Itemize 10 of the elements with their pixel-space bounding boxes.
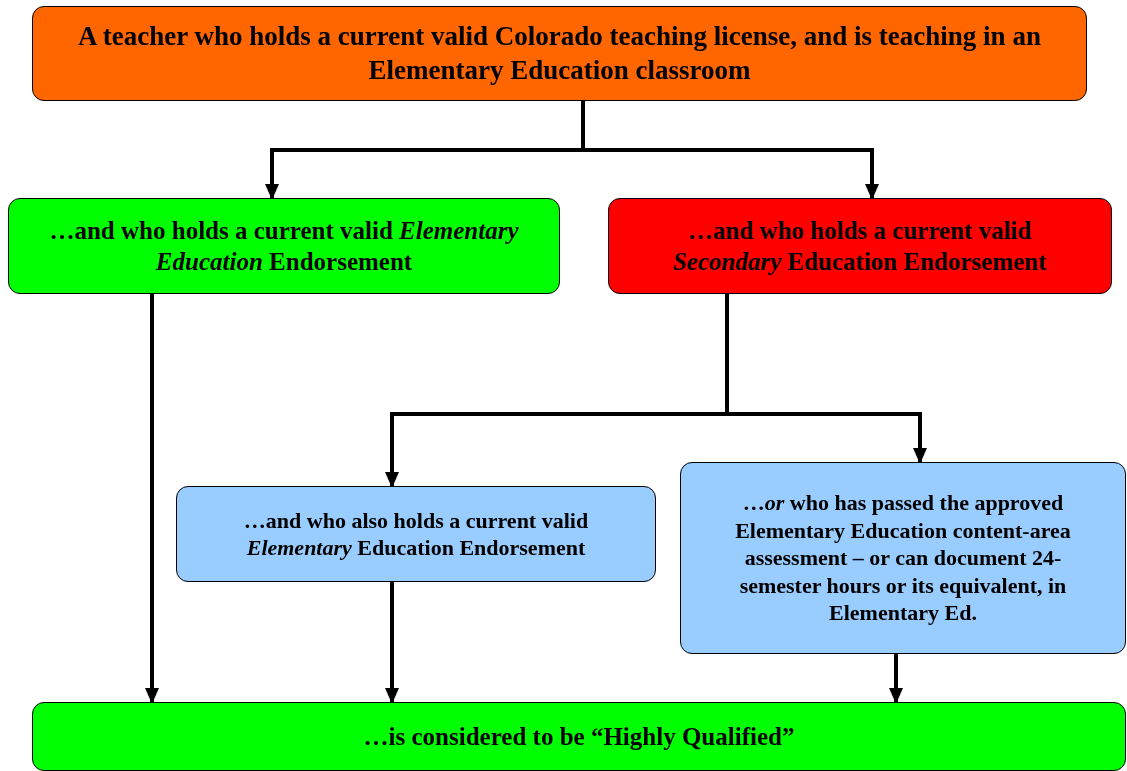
start-box: A teacher who holds a current valid Colorado teaching license, and is teaching in an Elementary Education classroom — [32, 6, 1087, 101]
condition-box: …and who holds a current valid Elementary Education Endorsement — [8, 198, 560, 294]
arrow — [889, 654, 903, 704]
condition-box: …and who also holds a current valid Elementary Education Endorsement — [176, 486, 656, 582]
arrow — [385, 582, 399, 704]
result-box: …is considered to be “Highly Qualified” — [32, 702, 1126, 771]
condition-box: …and who holds a current valid Secondary Education Endorsement — [608, 198, 1112, 294]
arrow — [581, 101, 879, 200]
condition-box: …or who has passed the approved Elementary Education content-area assessment – or can document 24-semester hours or its equivalent, in Elementary Ed. — [680, 462, 1126, 654]
arrow — [145, 294, 159, 704]
